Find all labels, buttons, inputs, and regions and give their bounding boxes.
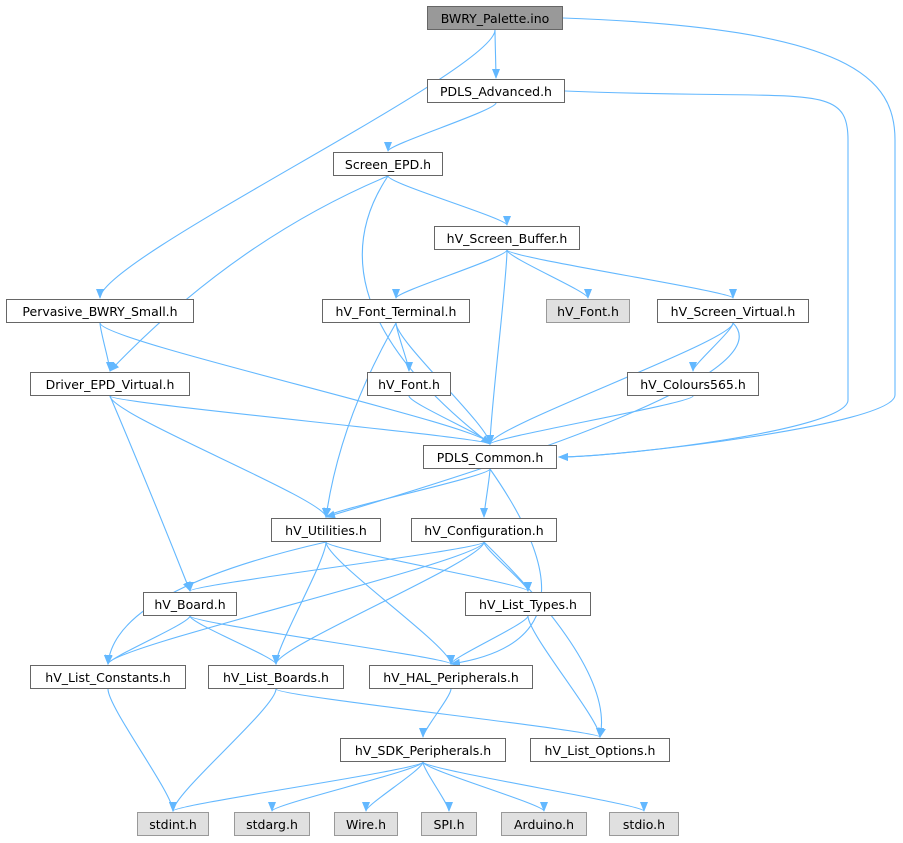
edge-hv-screen-buffer-to-hv-screen-virtual xyxy=(506,249,737,299)
node-stdarg-h: stdarg.h xyxy=(234,812,310,836)
node-arduino-h: Arduino.h xyxy=(501,812,587,836)
edge-hv-config-to-hv-list-constants xyxy=(104,541,485,665)
node-hv-list-options-h[interactable]: hV_List_Options.h xyxy=(530,738,670,762)
edge-pdls-common-to-hv-config xyxy=(480,468,491,518)
edge-screen-epd-to-hv-screen-buffer xyxy=(387,175,511,226)
edge-pdls-adv-to-screen-epd xyxy=(384,102,497,152)
edge-hv-sdk-to-arduino xyxy=(422,761,548,812)
node-hv-hal-peripherals-h[interactable]: hV_HAL_Peripherals.h xyxy=(369,665,533,689)
node-hv-list-constants-h[interactable]: hV_List_Constants.h xyxy=(30,665,186,689)
node-hv-board-h[interactable]: hV_Board.h xyxy=(143,592,237,616)
node-stdio-h: stdio.h xyxy=(609,812,679,836)
node-hv-list-types-h[interactable]: hV_List_Types.h xyxy=(465,592,591,616)
edge-hv-utilities-to-hv-list-types xyxy=(325,541,532,592)
edge-pdls-common-to-hv-utilities xyxy=(322,468,491,518)
node-hv-font-terminal-h[interactable]: hV_Font_Terminal.h xyxy=(322,299,470,323)
edge-hv-board-to-hv-list-boards xyxy=(189,615,280,665)
edge-hv-config-to-hv-list-boards xyxy=(272,541,485,665)
node-hv-configuration-h[interactable]: hV_Configuration.h xyxy=(411,518,557,542)
node-pervasive-bwry-small-h[interactable]: Pervasive_BWRY_Small.h xyxy=(6,299,194,323)
edge-pdls-adv-to-pdls-common xyxy=(558,90,849,461)
edge-hv-screen-buffer-to-hv-font-terminal xyxy=(392,249,508,299)
edge-bwry-to-pervasive xyxy=(96,29,496,299)
edge-hv-screen-buffer-to-pdls-common xyxy=(486,249,508,445)
edge-hv-config-to-hv-board xyxy=(186,541,485,592)
edge-hv-screen-virtual-to-pdls-common xyxy=(486,322,734,445)
node-hv-colours565-h[interactable]: hV_Colours565.h xyxy=(627,372,759,396)
edge-hv-board-to-hv-list-constants xyxy=(104,615,191,665)
node-hv-list-boards-h[interactable]: hV_List_Boards.h xyxy=(208,665,344,689)
edge-hv-list-types-to-hv-list-options xyxy=(527,615,604,738)
edge-hv-screen-virtual-to-hv-utilities xyxy=(325,322,740,519)
edge-screen-epd-to-driver-epd xyxy=(109,175,389,372)
edge-pervasive-to-driver-epd xyxy=(99,322,114,372)
edge-bwry-to-pdls-adv xyxy=(491,29,500,79)
node-hv-font-h[interactable]: hV_Font.h xyxy=(367,372,451,396)
edge-hv-utilities-to-hv-list-boards xyxy=(272,541,327,665)
node-hv-screen-virtual-h[interactable]: hV_Screen_Virtual.h xyxy=(657,299,809,323)
edge-hv-font-terminal-to-hv-utilities xyxy=(323,322,397,518)
edge-hv-list-types-to-hv-hal xyxy=(447,615,529,665)
edge-hv-sdk-to-stdarg xyxy=(268,761,424,812)
edge-pervasive-to-pdls-common xyxy=(99,322,494,445)
node-pdls-common-h[interactable]: PDLS_Common.h xyxy=(423,445,557,469)
node-bwry-palette-ino[interactable]: BWRY_Palette.ino xyxy=(427,6,563,30)
edge-pdls-common-to-hv-hal xyxy=(450,468,543,667)
edge-hv-screen-buffer-to-hv-font-ext xyxy=(506,249,592,299)
edge-hv-font-terminal-to-hv-font xyxy=(395,322,413,372)
edge-driver-epd-to-hv-utilities xyxy=(109,395,330,518)
node-screen-epd-h[interactable]: Screen_EPD.h xyxy=(333,152,443,176)
node-hv-font-h-external: hV_Font.h xyxy=(546,299,630,323)
edge-hv-config-to-hv-list-types xyxy=(483,541,532,592)
edge-hv-utilities-to-hv-hal xyxy=(325,541,455,665)
edge-hv-colours-to-pdls-common xyxy=(486,395,694,445)
edge-hv-config-to-hv-list-options xyxy=(483,541,606,738)
node-wire-h: Wire.h xyxy=(334,812,398,836)
edge-hv-board-to-hv-hal xyxy=(189,615,455,665)
edge-driver-epd-to-hv-board xyxy=(109,395,191,592)
edge-hv-list-boards-to-hv-list-options xyxy=(275,688,604,738)
node-hv-screen-buffer-h[interactable]: hV_Screen_Buffer.h xyxy=(434,226,580,250)
edge-hv-sdk-to-wire xyxy=(362,761,424,812)
node-hv-utilities-h[interactable]: hV_Utilities.h xyxy=(271,518,381,542)
edge-hv-sdk-to-stdio xyxy=(422,761,648,812)
edge-driver-epd-to-pdls-common xyxy=(109,395,494,445)
edge-hv-sdk-to-spi xyxy=(422,761,453,812)
node-stdint-h: stdint.h xyxy=(137,812,209,836)
node-driver-epd-virtual-h[interactable]: Driver_EPD_Virtual.h xyxy=(30,372,190,396)
node-hv-sdk-peripherals-h[interactable]: hV_SDK_Peripherals.h xyxy=(340,738,506,762)
node-spi-h: SPI.h xyxy=(421,812,477,836)
edge-hv-sdk-to-stdint xyxy=(169,761,424,812)
node-pdls-advanced-h[interactable]: PDLS_Advanced.h xyxy=(427,79,565,103)
edge-hv-hal-to-hv-sdk xyxy=(419,688,452,738)
edge-hv-list-constants-to-stdint xyxy=(107,688,177,812)
